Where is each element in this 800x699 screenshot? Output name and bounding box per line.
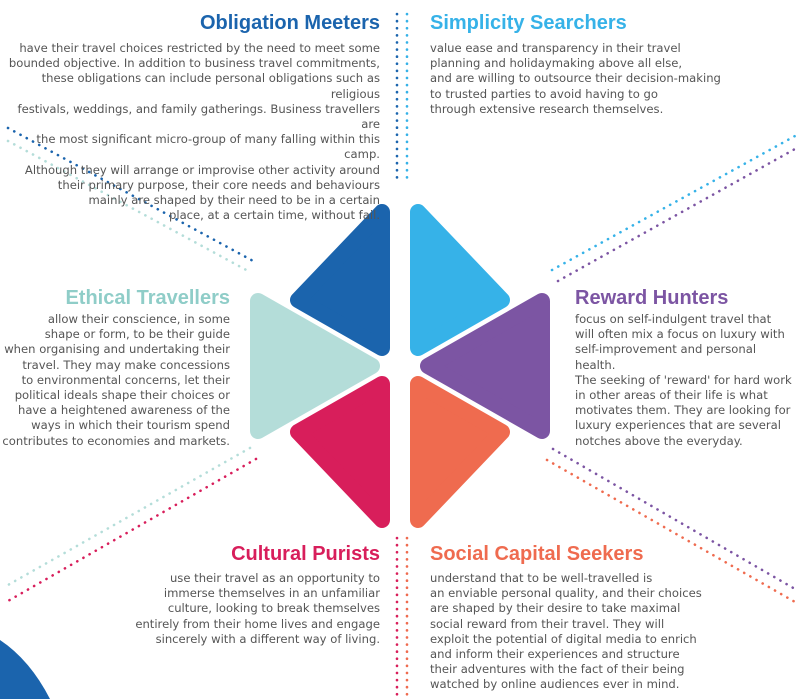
dotted-guide-lines	[6, 12, 797, 699]
segment-social-capital-seekers	[410, 376, 510, 528]
description-line: mainly are shaped by their need to be in…	[88, 193, 380, 208]
description-line: culture, looking to break themselves	[167, 601, 380, 616]
segment-simplicity-searchers	[410, 204, 510, 356]
description-line: bounded objective. In addition to busine…	[8, 56, 380, 71]
description-line: exploit the potential of digital media t…	[430, 631, 697, 646]
description-line: and inform their experiences and structu…	[430, 647, 680, 662]
simplicity-searchers-title: Simplicity Searchers	[430, 12, 627, 34]
description-line: these obligations can include personal o…	[41, 71, 380, 101]
description-line: focus on self-indulgent travel that	[575, 312, 772, 326]
description-line: to trusted parties to avoid having to go	[430, 86, 658, 101]
obligation-meeters-description: have their travel choices restricted by …	[0, 41, 380, 223]
segment-ethical-travellers	[250, 293, 380, 439]
description-line: sincerely with a different way of living…	[155, 631, 380, 646]
description-line: festivals, weddings, and family gatherin…	[17, 101, 380, 132]
segment-reward-hunters	[420, 293, 550, 439]
description-line: have their travel choices restricted by …	[19, 41, 380, 55]
guide-lower-left-light	[6, 446, 252, 587]
description-line: contributes to economies and markets.	[2, 433, 230, 448]
description-line: use their travel as an opportunity to	[169, 571, 380, 585]
description-line: The seeking of 'reward' for hard work	[575, 372, 792, 387]
description-line: value ease and transparency in their tra…	[430, 41, 681, 55]
description-line: in other areas of their life is what	[575, 388, 768, 403]
guide-lower-right-orange	[545, 458, 797, 604]
description-line: political ideals shape their choices or	[14, 388, 230, 403]
description-line: motivates them. They are looking for	[575, 403, 791, 418]
description-line: planning and holidaymaking above all els…	[430, 56, 683, 71]
guide-upper-right-cyan	[550, 134, 797, 272]
description-line: entirely from their home lives and engag…	[135, 616, 380, 631]
description-line: when organising and undertaking their	[4, 342, 230, 357]
description-line: luxury experiences that are several	[575, 418, 781, 433]
description-line: an enviable personal quality, and their …	[430, 586, 702, 601]
description-line: watched by online audiences ever in mind…	[430, 677, 680, 692]
description-line: will often mix a focus on luxury with	[575, 327, 785, 342]
description-line: immerse themselves in an unfamiliar	[163, 586, 380, 601]
guide-upper-right-purple	[556, 147, 797, 283]
segment-obligation-meeters	[290, 204, 390, 356]
description-line: shape or form, to be their guide	[44, 327, 230, 342]
guide-lower-right-purple	[551, 447, 797, 591]
description-line: allow their conscience, in some	[47, 312, 230, 326]
corner-accent-shape	[0, 640, 50, 699]
segment-cultural-purists	[290, 376, 390, 528]
description-line: to environmental concerns, let their	[21, 372, 230, 387]
description-line: travel. They may make concessions	[22, 357, 230, 372]
description-line: their primary purpose, their core needs …	[57, 177, 380, 192]
description-line: ways in which their tourism spend	[31, 418, 230, 433]
description-line: understand that to be well-travelled is	[430, 571, 653, 585]
description-line: through extensive research themselves.	[430, 101, 664, 116]
reward-hunters-title: Reward Hunters	[575, 287, 729, 309]
social-capital-seekers-title: Social Capital Seekers	[430, 543, 644, 565]
description-line: the most significant micro-group of many…	[36, 132, 380, 162]
description-line: are shaped by their desire to take maxim…	[430, 601, 681, 616]
description-line: notches above the everyday.	[575, 433, 743, 448]
ethical-travellers-title: Ethical Travellers	[65, 287, 230, 309]
obligation-meeters-title: Obligation Meeters	[199, 12, 380, 34]
hexagon	[250, 204, 550, 528]
description-line: social reward from their travel. They wi…	[430, 616, 665, 631]
guide-upper-left-dark	[6, 126, 257, 264]
description-line: self-improvement and personal health.	[575, 342, 757, 372]
description-line: and are willing to outsource their decis…	[430, 71, 721, 86]
description-line: Although they will arrange or improvise …	[24, 162, 380, 177]
simplicity-searchers-description: value ease and transparency in their tra…	[430, 41, 750, 117]
cultural-purists-title: Cultural Purists	[231, 543, 380, 565]
description-line: their adventures with the fact of their …	[430, 662, 685, 677]
description-line: have a heightened awareness of the	[17, 403, 230, 418]
guide-lower-left-red	[6, 457, 258, 603]
description-line: place, at a certain time, without fail.	[168, 208, 380, 223]
